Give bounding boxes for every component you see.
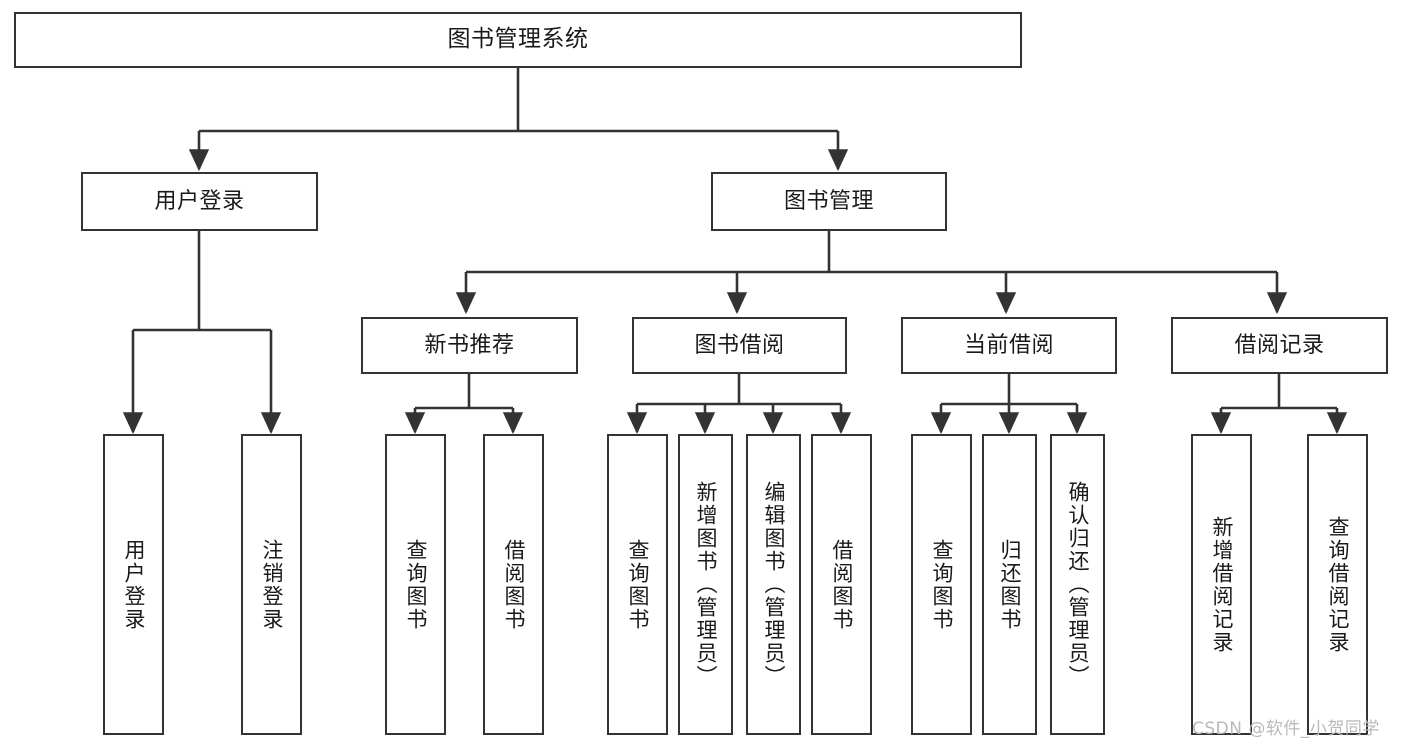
node-new-book-recommend[interactable]: 新书推荐 — [361, 317, 578, 374]
node-label: 查询图书 — [929, 538, 954, 631]
node-book-management[interactable]: 图书管理 — [711, 172, 947, 231]
node-label: 查询借阅记录 — [1325, 515, 1350, 654]
leaf-current-confirm-return-admin[interactable]: 确认归还（管理员） — [1050, 434, 1105, 735]
node-label: 编辑图书（管理员） — [761, 481, 786, 688]
node-label: 图书借阅 — [694, 332, 785, 358]
node-label: 查询图书 — [403, 538, 428, 631]
node-label: 查询图书 — [625, 538, 650, 631]
node-label: 图书管理 — [783, 188, 874, 214]
node-book-borrow[interactable]: 图书借阅 — [632, 317, 847, 374]
csdn-watermark: CSDN @软件_小贺同学 — [1192, 719, 1380, 739]
node-label: 图书管理系统 — [447, 26, 589, 53]
leaf-current-return-book[interactable]: 归还图书 — [982, 434, 1037, 735]
node-label: 借阅记录 — [1234, 332, 1325, 358]
node-label: 注销登录 — [259, 538, 284, 631]
leaf-new-book-query[interactable]: 查询图书 — [385, 434, 446, 735]
node-current-borrow[interactable]: 当前借阅 — [901, 317, 1117, 374]
leaf-user-login-signin[interactable]: 用户登录 — [103, 434, 164, 735]
node-label: 新增图书（管理员） — [693, 481, 718, 688]
leaf-current-query-book[interactable]: 查询图书 — [911, 434, 972, 735]
node-label: 借阅图书 — [501, 538, 526, 631]
node-borrow-record[interactable]: 借阅记录 — [1171, 317, 1388, 374]
node-label: 借阅图书 — [829, 538, 854, 631]
node-label: 归还图书 — [997, 538, 1022, 631]
leaf-record-add-record[interactable]: 新增借阅记录 — [1191, 434, 1252, 735]
node-user-login[interactable]: 用户登录 — [81, 172, 318, 231]
leaf-new-book-borrow[interactable]: 借阅图书 — [483, 434, 544, 735]
node-label: 确认归还（管理员） — [1065, 481, 1090, 688]
node-label: 用户登录 — [121, 538, 146, 631]
leaf-record-query-record[interactable]: 查询借阅记录 — [1307, 434, 1368, 735]
node-label: 用户登录 — [154, 188, 245, 214]
leaf-borrow-edit-book-admin[interactable]: 编辑图书（管理员） — [746, 434, 801, 735]
leaf-borrow-borrow-book[interactable]: 借阅图书 — [811, 434, 872, 735]
node-label: 当前借阅 — [963, 332, 1054, 358]
leaf-borrow-query-book[interactable]: 查询图书 — [607, 434, 668, 735]
node-label: 新书推荐 — [424, 332, 515, 358]
node-root-system[interactable]: 图书管理系统 — [14, 12, 1022, 68]
leaf-user-login-signout[interactable]: 注销登录 — [241, 434, 302, 735]
leaf-borrow-add-book-admin[interactable]: 新增图书（管理员） — [678, 434, 733, 735]
node-label: 新增借阅记录 — [1209, 515, 1234, 654]
